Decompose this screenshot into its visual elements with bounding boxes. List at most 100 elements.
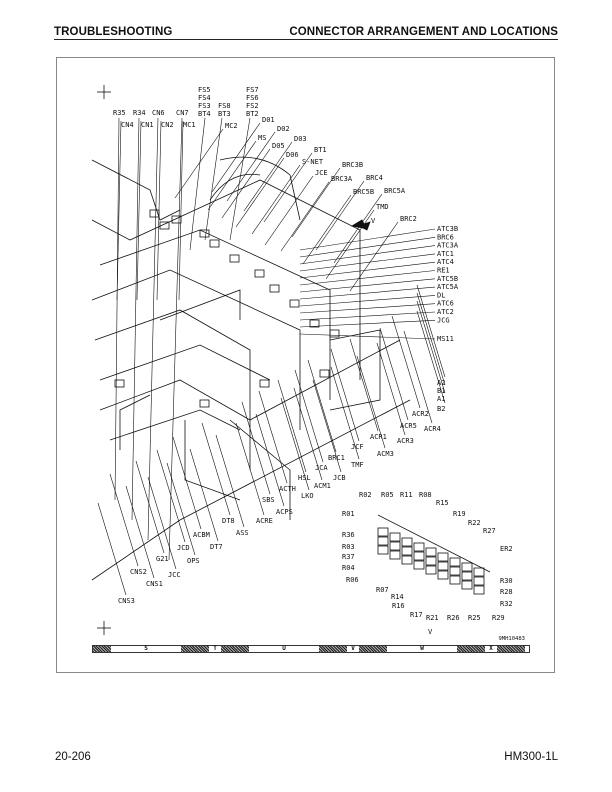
relay-label-r26: R26 — [447, 614, 460, 622]
machine-outline-line — [209, 173, 261, 201]
grid-letter-t: T — [209, 646, 221, 652]
leader-line — [299, 237, 436, 258]
connector-label-d03: D03 — [294, 135, 307, 143]
machine-outline-line — [159, 289, 241, 321]
connector-label-ms: MS — [258, 134, 266, 142]
relay-box — [377, 536, 389, 546]
connector-label-acm1: ACM1 — [314, 482, 331, 490]
connector-label-jcc: JCC — [168, 571, 181, 579]
leader-line — [299, 245, 436, 265]
grid-letter-v: V — [347, 646, 359, 652]
relay-label-r05: R05 — [381, 491, 394, 499]
leader-line — [291, 167, 341, 238]
connector-label-brc2: BRC2 — [400, 215, 417, 223]
grid-hatch-segment — [221, 646, 249, 652]
leader-line — [235, 157, 285, 228]
fuse-label-fs5: FS5 — [198, 86, 211, 94]
relay-box — [401, 555, 413, 565]
relay-label-r16: R16 — [392, 602, 405, 610]
relay-label-r08: R08 — [419, 491, 432, 499]
relay-box — [437, 561, 449, 571]
leader-line — [109, 473, 139, 567]
leader-line — [211, 122, 261, 193]
relay-box — [461, 562, 473, 572]
connector-label-acm3: ACM3 — [377, 450, 394, 458]
relay-box — [425, 547, 437, 557]
relay-label-r29: R29 — [492, 614, 505, 622]
relay-box — [377, 545, 389, 555]
leader-line — [299, 286, 436, 300]
connector-block — [199, 229, 210, 238]
relay-box — [449, 566, 461, 576]
connector-label-cns2: CNS2 — [130, 568, 147, 576]
connector-label-acre: ACRE — [256, 517, 273, 525]
leader-line — [135, 460, 165, 554]
connector-label-ass: ASS — [236, 529, 249, 537]
connector-label-bt1: BT1 — [314, 146, 327, 154]
connector-label-tmd: TMD — [376, 203, 389, 211]
connector-label-brc3a: BRC3A — [331, 175, 353, 183]
leader-line — [201, 422, 231, 516]
connector-label-d02: D02 — [277, 125, 290, 133]
connector-block — [329, 329, 340, 338]
leader-lines — [97, 117, 446, 596]
connector-label-brc4: BRC4 — [366, 174, 383, 182]
connector-label-brc5a: BRC5A — [384, 187, 406, 195]
leader-line — [293, 387, 323, 481]
grid-hatch-segment — [497, 646, 525, 652]
relay-box — [389, 550, 401, 560]
machine-outline-line — [94, 309, 251, 470]
connector-block — [319, 369, 330, 378]
relay-box — [449, 575, 461, 585]
leader-line — [333, 193, 383, 264]
connector-label-b1: B1 — [437, 387, 445, 395]
leader-line — [116, 120, 122, 301]
leader-line — [125, 485, 155, 579]
relay-box — [413, 560, 425, 570]
leader-line — [215, 434, 245, 528]
leader-line — [174, 128, 224, 199]
connector-label-g21: G21 — [156, 555, 169, 563]
fuse-label-fs7: FS7 — [246, 86, 259, 94]
connector-block — [269, 284, 280, 293]
connector-label-brc3b: BRC3B — [342, 161, 363, 169]
connector-label-acr1: ACR1 — [370, 433, 387, 441]
leader-line — [376, 342, 406, 436]
connector-label-atc4: ATC4 — [437, 258, 454, 266]
relay-box — [437, 570, 449, 580]
connector-label-acps: ACPS — [276, 508, 293, 516]
grid-hatch-segment — [457, 646, 485, 652]
connector-label-cn7: CN7 — [176, 109, 189, 117]
page-heading: CONNECTOR ARRANGEMENT AND LOCATIONS — [289, 26, 558, 38]
relay-box — [401, 537, 413, 547]
relay-box — [425, 556, 437, 566]
relay-box — [389, 532, 401, 542]
leader-line — [168, 117, 183, 561]
header-rule — [54, 39, 558, 40]
leader-line — [280, 181, 330, 252]
leader-line — [178, 120, 184, 301]
leader-line — [403, 330, 433, 424]
leader-line — [299, 228, 436, 251]
leader-line — [235, 422, 265, 516]
relay-label-r03: R03 — [342, 543, 355, 551]
connector-label-r35: R35 — [113, 109, 126, 117]
view-marker-label: V — [371, 217, 376, 225]
connector-label-a1: A1 — [437, 395, 445, 403]
connector-label-brc5b: BRC5B — [353, 188, 374, 196]
connector-label-dt8: DT8 — [222, 517, 235, 525]
connector-label-atc5a: ATC5A — [437, 283, 459, 291]
connector-label-d01: D01 — [262, 116, 275, 124]
relay-label-r19: R19 — [453, 510, 466, 518]
connector-label-atc5b: ATC5B — [437, 275, 458, 283]
grid-hatch-segment — [359, 646, 387, 652]
connector-block — [289, 299, 300, 308]
machine-outline-line — [329, 329, 381, 411]
machine-outline-line — [119, 394, 151, 450]
grid-hatch-segment — [181, 646, 209, 652]
leader-line — [299, 270, 436, 286]
connector-label-sbs: SBS — [262, 496, 275, 504]
connector-label-acth: ACTH — [279, 485, 296, 493]
